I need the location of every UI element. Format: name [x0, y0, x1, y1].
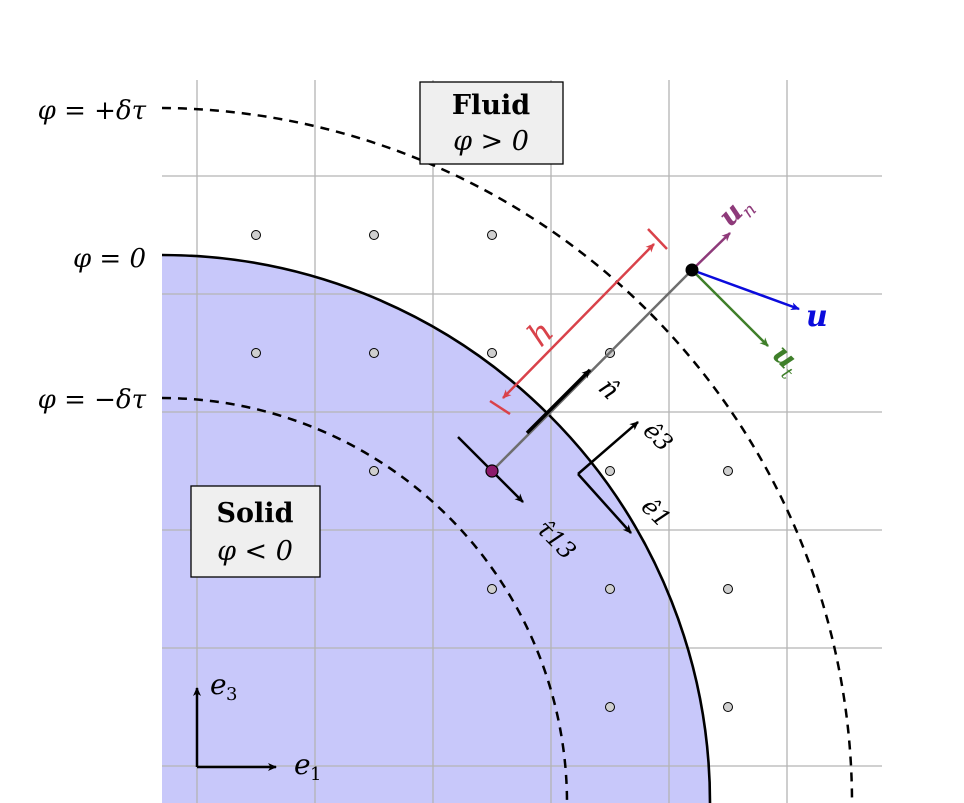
svg-text:u: u — [806, 299, 828, 334]
u-t-arrow — [691, 269, 769, 347]
solid-box: Solid φ < 0 — [190, 485, 321, 578]
grid-point — [723, 466, 733, 476]
ghost-point — [485, 464, 499, 478]
u-n-arrow — [691, 232, 731, 271]
label-phi-plus: φ = +δτ — [38, 96, 147, 126]
fluid-box: Fluid φ > 0 — [419, 81, 564, 165]
fluid-title: Fluid — [452, 90, 530, 121]
grid-point — [251, 230, 261, 240]
solid-title: Solid — [217, 498, 294, 529]
grid-point — [723, 702, 733, 712]
grid-point — [723, 584, 733, 594]
grid-point — [605, 702, 615, 712]
grid-point — [369, 348, 379, 358]
label-axis-e3: e 3 — [210, 668, 237, 705]
grid-point — [487, 230, 497, 240]
probe-point — [685, 263, 699, 277]
svg-text:e: e — [210, 668, 227, 701]
fluid-condition: φ > 0 — [453, 126, 529, 157]
solid-condition: φ < 0 — [217, 536, 293, 567]
label-u-t: u t — [766, 338, 804, 385]
svg-text:e: e — [294, 748, 311, 781]
grid-points — [251, 230, 733, 712]
interface-curve — [161, 253, 712, 803]
label-phi-minus: φ = −δτ — [38, 385, 147, 415]
u-arrow — [691, 268, 800, 311]
grid-point — [487, 348, 497, 358]
level-set-plus-delta — [161, 106, 854, 803]
grid-point — [369, 230, 379, 240]
svg-text:3: 3 — [226, 684, 237, 705]
local-frame — [577, 421, 639, 534]
solid-region — [162, 255, 710, 803]
svg-text:1: 1 — [310, 764, 321, 785]
label-e1-hat: ê1 — [636, 492, 677, 533]
grid-point — [251, 348, 261, 358]
distance-h — [489, 228, 668, 416]
grid-point — [487, 584, 497, 594]
grid-point — [369, 466, 379, 476]
axes-frame — [193, 687, 277, 771]
label-phi-zero: φ = 0 — [73, 244, 146, 274]
grid-point — [605, 584, 615, 594]
label-h: h — [520, 313, 561, 354]
label-u: u — [806, 299, 828, 334]
label-e3-hat: ê3 — [638, 416, 679, 457]
label-u-n: u n — [712, 195, 761, 233]
grid — [162, 80, 882, 803]
label-n-hat: n̂ — [592, 373, 625, 406]
grid-point — [605, 466, 615, 476]
label-axis-e1: e 1 — [294, 748, 321, 785]
